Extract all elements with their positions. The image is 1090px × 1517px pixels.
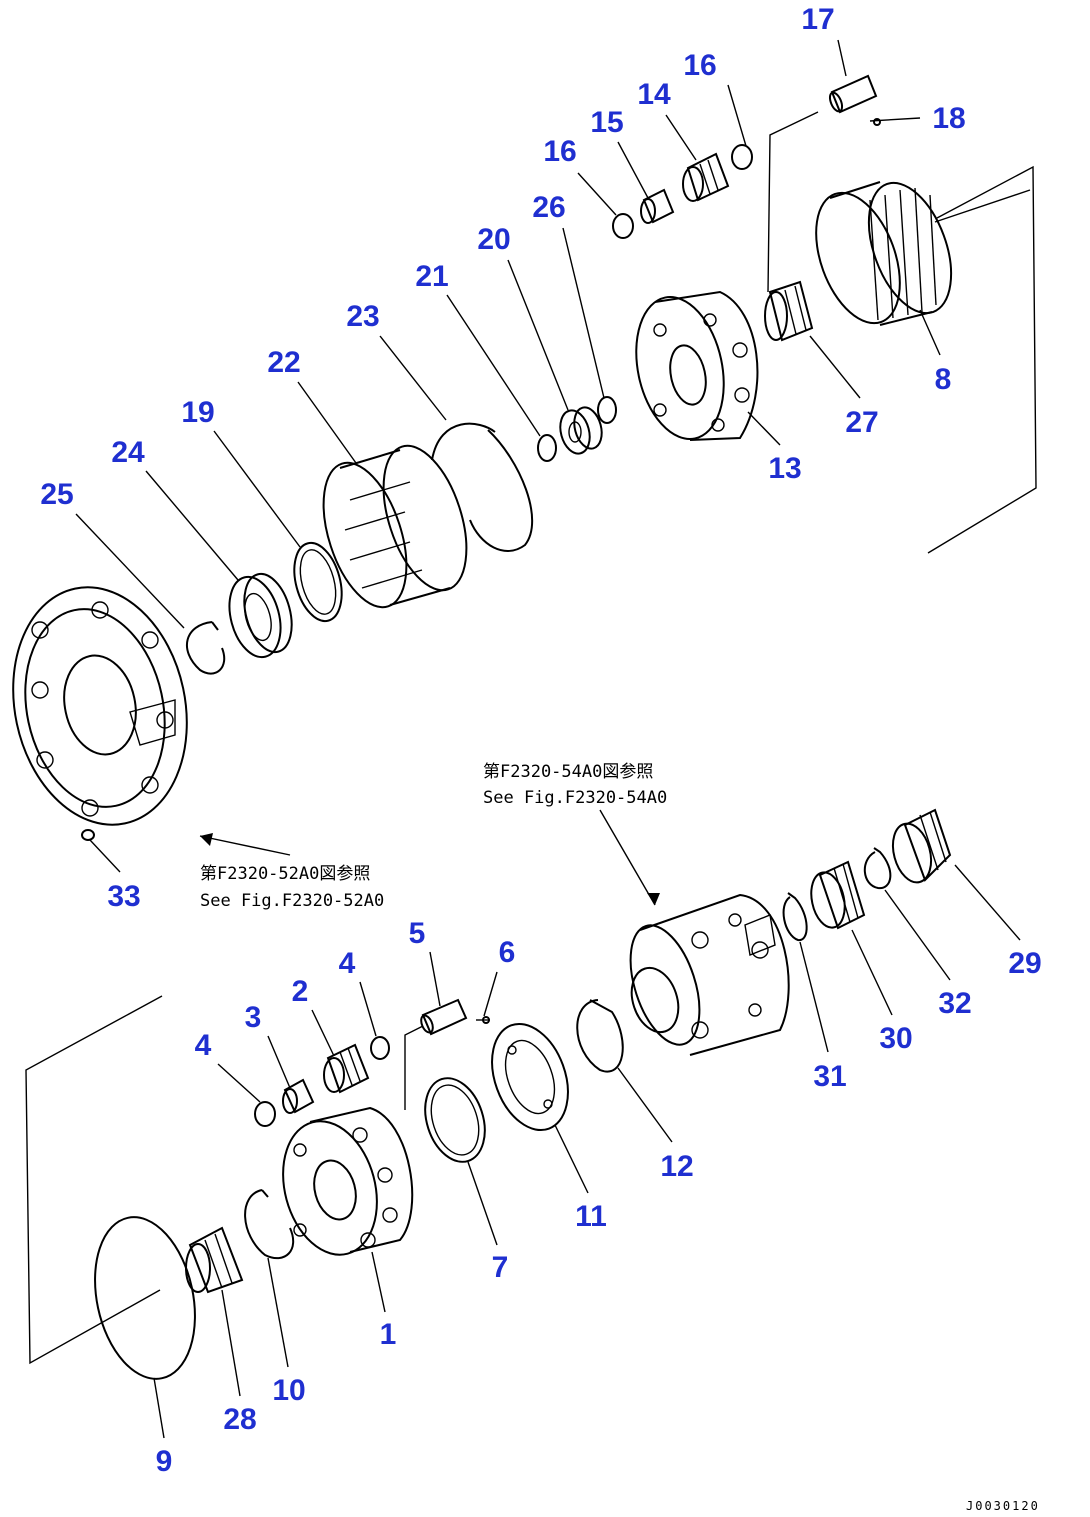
- callout-4: 4: [339, 947, 356, 980]
- callout-11: 11: [575, 1200, 607, 1233]
- callout-6: 6: [499, 936, 516, 969]
- assembly-lines: [404, 111, 921, 1110]
- callout-33: 33: [107, 880, 140, 913]
- arrowhead-upper-ref: [647, 893, 660, 905]
- part-pin-5: [420, 998, 468, 1036]
- part-snap-ring-4-a: [370, 1036, 390, 1060]
- part-snap-ring-26: [597, 396, 617, 424]
- part-bearing-30: [810, 860, 866, 930]
- part-bushing-15: [640, 188, 675, 224]
- part-bearing-27: [764, 280, 814, 342]
- ref-upper-jp: 第F2320-54A0図参照: [483, 762, 653, 782]
- callout-4: 4: [195, 1029, 212, 1062]
- callout-26: 26: [532, 191, 565, 224]
- part-snap-ring-25: [185, 621, 226, 675]
- part-snap-ring-31: [782, 892, 808, 941]
- callout-16: 16: [543, 135, 576, 168]
- callout-32: 32: [938, 987, 971, 1020]
- callout-23: 23: [346, 300, 379, 333]
- ref-upper-en: See Fig.F2320-54A0: [483, 788, 667, 808]
- part-shim-19: [293, 541, 343, 623]
- callout-18: 18: [932, 102, 965, 135]
- part-sun-gear-29: [891, 808, 952, 884]
- part-snap-ring-21: [537, 434, 557, 462]
- part-needle-bearing-2: [323, 1043, 370, 1094]
- callout-21: 21: [415, 260, 448, 293]
- callout-24: 24: [111, 436, 145, 469]
- callout-17: 17: [801, 3, 834, 36]
- part-ring-gear-8: [815, 181, 953, 326]
- part-carrier-1: [282, 1106, 414, 1256]
- part-o-ring-9: [94, 1216, 196, 1380]
- part-needle-bearing-14: [682, 152, 730, 202]
- ref-lower-en: See Fig.F2320-52A0: [200, 891, 384, 911]
- callout-14: 14: [637, 78, 671, 111]
- part-thrust-washer-11: [491, 1022, 569, 1132]
- part-snap-ring-16-a: [731, 144, 753, 170]
- callout-labels: 1234456789101112131415161617181920212223…: [40, 3, 1041, 1478]
- part-ring-gear-22: [322, 444, 468, 609]
- group-frame-lower: [25, 995, 163, 1365]
- arrowhead-lower-ref: [200, 833, 213, 846]
- part-carrier-assembly-ref: [629, 893, 790, 1056]
- callout-30: 30: [879, 1022, 912, 1055]
- callout-5: 5: [409, 917, 426, 950]
- part-wire-ring-23: [431, 422, 534, 552]
- callout-1: 1: [380, 1318, 397, 1351]
- part-housing-cover: [12, 586, 188, 826]
- callout-12: 12: [660, 1150, 693, 1183]
- callout-20: 20: [477, 223, 510, 256]
- callout-19: 19: [181, 396, 214, 429]
- group-frame-upper: [927, 165, 1037, 554]
- leader-lines: [75, 39, 1031, 1439]
- callout-8: 8: [935, 363, 952, 396]
- part-snap-ring-16-b: [612, 213, 634, 239]
- callout-25: 25: [40, 478, 73, 511]
- callout-27: 27: [845, 406, 878, 439]
- part-snap-ring-32: [863, 847, 892, 890]
- callout-29: 29: [1008, 947, 1041, 980]
- callout-9: 9: [156, 1445, 173, 1478]
- callout-16: 16: [683, 49, 716, 82]
- callout-2: 2: [292, 975, 309, 1008]
- callout-7: 7: [492, 1251, 509, 1284]
- callout-15: 15: [590, 106, 623, 139]
- part-bushing-3: [282, 1078, 315, 1114]
- drawing-number: J0030120: [966, 1499, 1040, 1513]
- part-pin-17: [828, 74, 878, 114]
- part-carrier-13: [635, 290, 759, 441]
- part-snap-ring-10: [244, 1189, 295, 1260]
- part-bearing-20: [559, 406, 603, 455]
- callout-28: 28: [223, 1403, 256, 1436]
- part-small-pin-18: [873, 118, 881, 126]
- callout-3: 3: [245, 1001, 262, 1034]
- callout-13: 13: [768, 452, 801, 485]
- part-snap-ring-12: [576, 999, 624, 1073]
- part-bearing-28: [185, 1226, 244, 1294]
- callout-22: 22: [267, 346, 300, 379]
- part-plug-33: [81, 829, 95, 841]
- part-shim-7: [424, 1077, 486, 1163]
- callout-10: 10: [272, 1374, 305, 1407]
- part-snap-ring-4-b: [254, 1101, 276, 1127]
- part-bearing-24: [228, 572, 293, 659]
- ref-lower-jp: 第F2320-52A0図参照: [200, 864, 370, 884]
- callout-31: 31: [813, 1060, 846, 1093]
